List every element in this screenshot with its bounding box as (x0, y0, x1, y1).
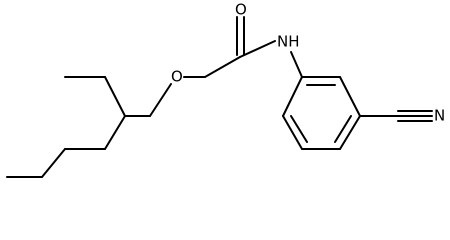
ring-bond-3 (339, 115, 361, 150)
ring-inner-bond-2 (334, 115, 352, 143)
atom-label-oxygen-carbonyl: O (235, 1, 247, 19)
bond-carbonyl-c-nh (239, 40, 276, 58)
bond-chain-2 (104, 115, 126, 150)
ring-bond-2 (339, 76, 361, 117)
bond-ethyl-1 (104, 76, 126, 117)
atom-label-nitrogen-amide: NH (277, 33, 300, 51)
bond-nh-ring (290, 51, 303, 78)
bond-chain-4 (41, 148, 66, 178)
ring-inner-bond-3 (290, 115, 308, 143)
bond-carbonyl-c-ch2 (204, 56, 241, 78)
molecule-structure: O NH O N (6, 1, 445, 178)
atom-label-oxygen-ether: O (171, 68, 183, 86)
atom-label-nitrogen-nitrile: N (434, 107, 445, 125)
ring-bond-6 (282, 76, 303, 117)
ring-bond-5 (282, 115, 303, 150)
bond-o-ch2 (149, 83, 172, 117)
